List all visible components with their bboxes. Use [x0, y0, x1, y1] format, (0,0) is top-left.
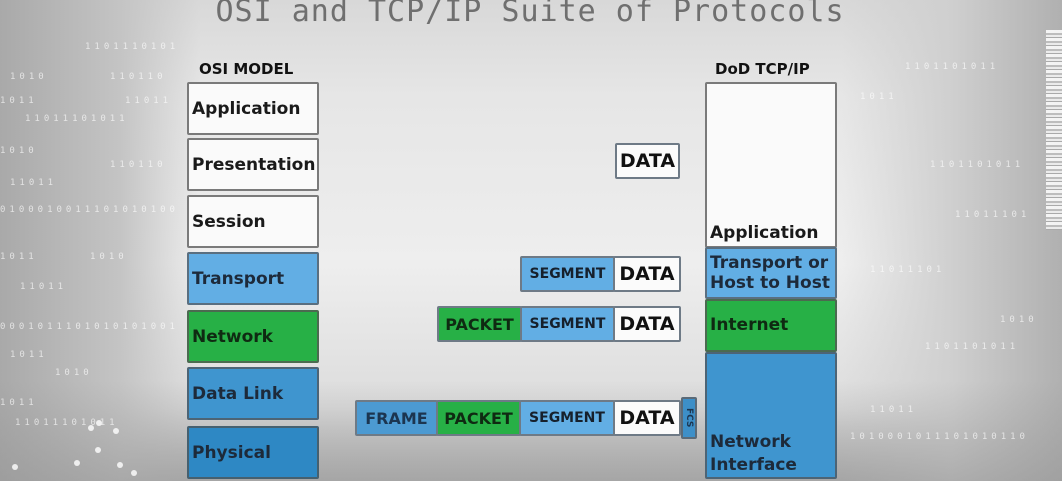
tcpip-layer-label-line2: Interface — [710, 455, 797, 475]
tcpip-layer-label-line2: Host to Host — [710, 273, 830, 293]
binary-decoration: 0100010011101010100 — [0, 205, 179, 215]
pdu-packet: PACKET — [437, 306, 522, 342]
binary-decoration: 1010 — [0, 146, 38, 156]
tcpip-layer-label-line1: Transport or — [710, 253, 829, 273]
osi-layer-label: Network — [192, 326, 273, 347]
osi-layer-network: Network — [187, 310, 319, 363]
binary-decoration: 1101110101 — [85, 42, 180, 52]
network-node-decoration — [12, 464, 18, 470]
osi-layer-label: Physical — [192, 442, 271, 463]
binary-decoration: 11011101 — [870, 265, 946, 275]
pdu-frame: FRAME — [355, 400, 438, 436]
pdu-packet: PACKET — [436, 400, 521, 436]
tcpip-layer-label: Application — [710, 223, 819, 243]
pdu-segment: SEGMENT — [519, 400, 615, 436]
binary-decoration: 11011101 — [955, 210, 1031, 220]
binary-decoration: 1101101011 — [930, 160, 1025, 170]
binary-decoration: 1011 — [0, 252, 38, 262]
barcode-decoration — [1046, 30, 1062, 230]
binary-decoration: 1101101011 — [925, 342, 1020, 352]
osi-model-heading: OSI MODEL — [199, 60, 294, 78]
pdu-data: DATA — [615, 143, 680, 179]
tcpip-layer-network-interface: Network Interface — [705, 352, 837, 479]
osi-layer-label: Data Link — [192, 383, 284, 404]
binary-decoration: 1010 — [90, 252, 128, 262]
binary-decoration: 11011101011 — [15, 418, 119, 428]
network-node-decoration — [113, 428, 119, 434]
binary-decoration: 0001011101010101001 — [0, 322, 179, 332]
binary-decoration: 110110 — [110, 72, 167, 82]
osi-layer-session: Session — [187, 195, 319, 248]
osi-layer-application: Application — [187, 82, 319, 135]
tcpip-layer-label-line1: Network — [710, 432, 791, 452]
pdu-data: DATA — [613, 306, 681, 342]
binary-decoration: 1010001011101010110 — [850, 432, 1029, 442]
pdu-segment: SEGMENT — [520, 256, 615, 292]
tcpip-model-heading: DoD TCP/IP — [715, 60, 810, 78]
binary-decoration: 1010 — [10, 72, 48, 82]
tcpip-layer-transport: Transport or Host to Host — [705, 247, 837, 299]
slide-title: OSI and TCP/IP Suite of Protocols — [215, 0, 845, 29]
binary-decoration: 1011 — [0, 398, 38, 408]
binary-decoration: 11011 — [20, 282, 68, 292]
binary-decoration: 11011 — [10, 178, 58, 188]
network-node-decoration — [74, 460, 80, 466]
tcpip-layer-internet: Internet — [705, 299, 837, 352]
tcpip-layer-application: Application — [705, 82, 837, 248]
binary-decoration: 1011 — [0, 96, 38, 106]
pdu-data: DATA — [613, 400, 681, 436]
network-node-decoration — [96, 420, 102, 426]
binary-decoration: 1010 — [1000, 315, 1038, 325]
network-node-decoration — [88, 425, 94, 431]
network-node-decoration — [131, 470, 137, 476]
pdu-segment: SEGMENT — [520, 306, 615, 342]
binary-decoration: 11011101011 — [25, 114, 129, 124]
tcpip-layer-label: Internet — [710, 315, 789, 335]
binary-decoration: 1011 — [10, 350, 48, 360]
osi-layer-label: Presentation — [192, 154, 316, 175]
osi-layer-presentation: Presentation — [187, 138, 319, 191]
binary-decoration: 110110 — [110, 160, 167, 170]
binary-decoration: 1011 — [860, 92, 898, 102]
osi-layer-physical: Physical — [187, 426, 319, 479]
pdu-data: DATA — [613, 256, 681, 292]
osi-layer-label: Transport — [192, 268, 285, 289]
binary-decoration: 1101101011 — [905, 62, 1000, 72]
binary-decoration: 1010 — [55, 368, 93, 378]
network-node-decoration — [117, 462, 123, 468]
osi-layer-label: Session — [192, 211, 266, 232]
osi-layer-data-link: Data Link — [187, 367, 319, 420]
network-node-decoration — [95, 447, 101, 453]
osi-layer-label: Application — [192, 98, 301, 119]
binary-decoration: 11011 — [870, 405, 918, 415]
osi-layer-transport: Transport — [187, 252, 319, 305]
binary-decoration: 11011 — [125, 96, 173, 106]
pdu-fcs: FCS — [681, 397, 697, 439]
